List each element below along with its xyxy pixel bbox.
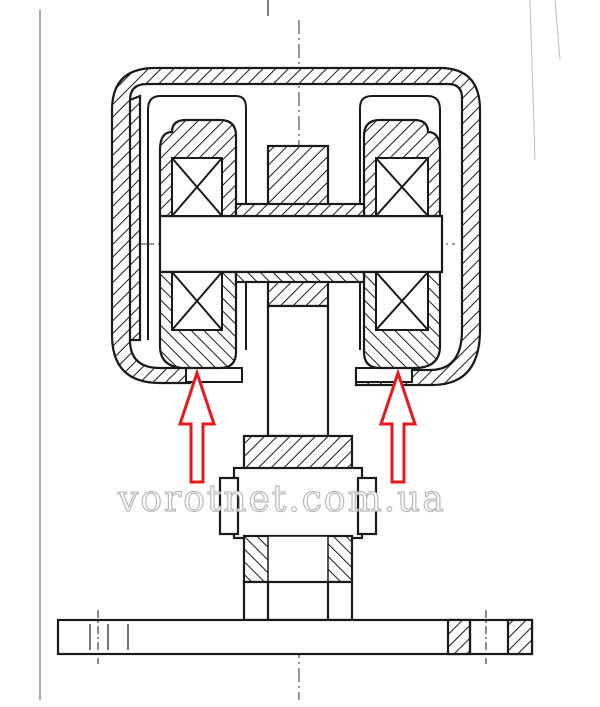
- right-upper-bearing: [375, 157, 429, 217]
- left-upper-bearing: [171, 157, 223, 217]
- rail-inner-liner: [147, 95, 441, 350]
- right-load-arrow: [378, 368, 418, 484]
- c-profile-rail: [110, 66, 482, 387]
- central-hub: [234, 144, 366, 308]
- right-lower-bearing: [375, 271, 429, 331]
- base-plate: [56, 610, 534, 664]
- vertical-stem: [266, 304, 330, 438]
- adjustment-nut-assembly: [218, 434, 378, 622]
- watermark-text: vorotnet.com.ua: [117, 479, 446, 520]
- left-wheel: [158, 118, 238, 370]
- upward-load-arrow-icon: [177, 368, 418, 484]
- paper-frame: [39, 0, 561, 700]
- left-lower-bearing: [171, 271, 223, 331]
- axle-shaft: [158, 214, 444, 274]
- right-wheel: [362, 118, 442, 370]
- left-load-arrow: [177, 368, 217, 484]
